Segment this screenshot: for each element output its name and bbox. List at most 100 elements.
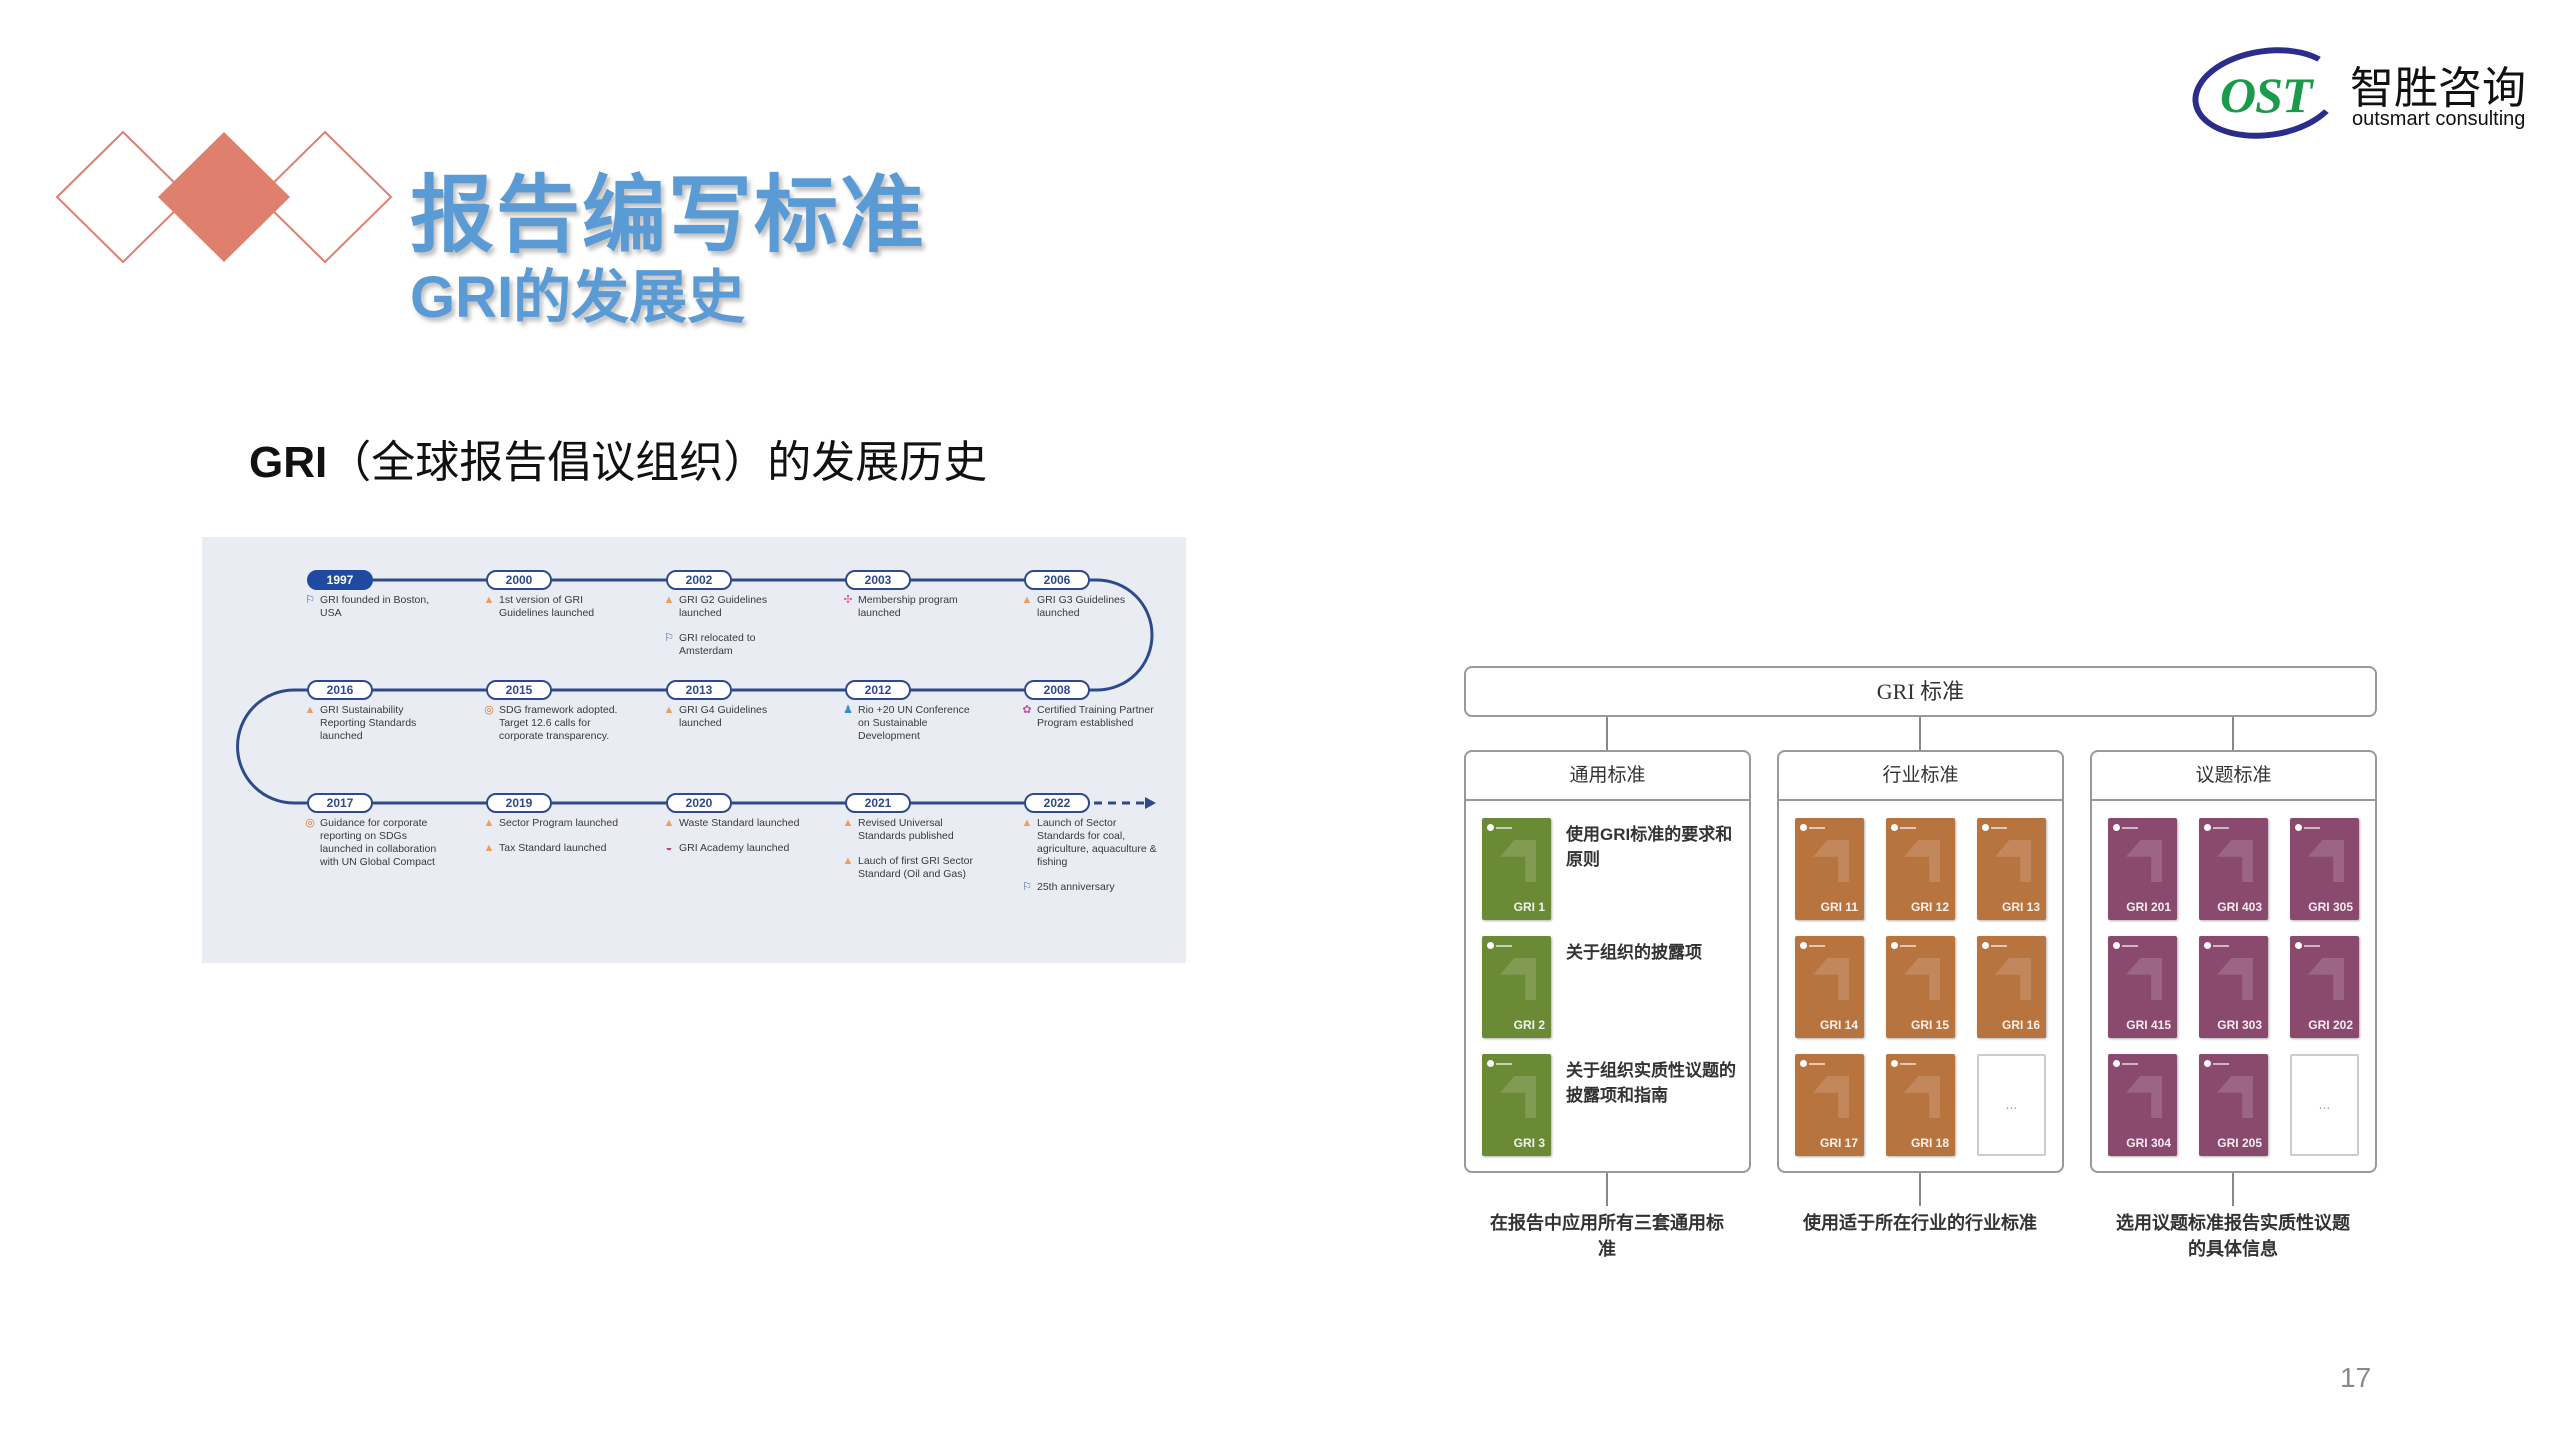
connector-line — [2232, 1173, 2234, 1206]
gri-logo-icon — [1487, 1060, 1494, 1067]
standard-card: GRI 403 — [2199, 818, 2268, 920]
event-text: GRI G3 Guidelines launched — [1037, 594, 1126, 619]
connector-line — [1606, 717, 1608, 750]
gri-logo-icon — [1891, 824, 1898, 831]
timeline-event-1997: ⚐ GRI founded in Boston, USA — [304, 594, 444, 632]
year-pill-2000: 2000 — [486, 570, 552, 590]
heading-text: （全球报告倡议组织）的发展历史 — [327, 438, 988, 487]
standard-card: GRI 14 — [1795, 936, 1864, 1038]
standard-label: GRI 17 — [1819, 1136, 1858, 1150]
rocket-icon: ▲ — [1021, 817, 1033, 829]
column-footer: 使用适于所在行业的行业标准 — [1803, 1213, 2037, 1233]
connector-line — [1606, 1173, 1608, 1206]
event-text: Revised Universal Standards published — [858, 817, 954, 842]
standard-card: GRI 13 — [1977, 818, 2046, 920]
standard-label: GRI 12 — [1910, 900, 1949, 914]
gri-logo-icon — [2204, 824, 2211, 831]
connector-line — [1919, 1173, 1921, 1206]
gri-logo-icon — [1800, 942, 1807, 949]
timeline-event-2021: ▲Revised Universal Standards published▲L… — [842, 817, 982, 893]
rocket-icon: ▲ — [842, 817, 854, 829]
logo-bar — [1991, 827, 2007, 829]
standard-label: GRI 305 — [2308, 900, 2353, 914]
rocket-icon: ▲ — [483, 817, 495, 829]
standard-card: GRI 201 — [2108, 818, 2177, 920]
column-footer: 选用议题标准报告实质性议题的具体信息 — [2116, 1213, 2350, 1259]
standard-label: GRI 403 — [2217, 900, 2262, 914]
timeline-event-2022: ▲ Launch of Sector Standards for coal, ag… — [1021, 817, 1161, 906]
more-standards-placeholder: ... — [2290, 1054, 2359, 1156]
logo-bar — [2304, 827, 2320, 829]
rocket-icon: ▲ — [663, 594, 675, 606]
event-text: Rio +20 UN Conference on Sustainable Dev… — [858, 704, 970, 742]
rocket-icon: ▲ — [663, 704, 675, 716]
flag-icon: ⚐ — [305, 594, 315, 606]
standard-card: GRI 15 — [1886, 936, 1955, 1038]
year-pill-2008: 2008 — [1024, 680, 1090, 700]
event-item: ✿Certified Training Partner Program esta… — [1021, 704, 1161, 730]
standard-card: GRI 415 — [2108, 936, 2177, 1038]
standard-card: GRI 17 — [1795, 1054, 1864, 1156]
event-item: ⚐ GRI founded in Boston, USA — [304, 594, 444, 620]
arrow-graphic-icon — [1995, 840, 2031, 882]
people-icon: ♟ — [843, 704, 853, 716]
flag-icon: ⚐ — [1022, 881, 1032, 893]
heading-prefix: GRI — [249, 438, 328, 487]
standard-label: GRI 3 — [1513, 1136, 1545, 1150]
event-item: ▲GRI G3 Guidelines launched — [1021, 594, 1161, 620]
gri-logo-icon — [1487, 824, 1494, 831]
page-title: 报告编写标准 — [410, 168, 927, 262]
arrow-graphic-icon — [2308, 840, 2344, 882]
timeline-event-2015: ◎SDG framework adopted. Target 12.6 call… — [483, 704, 623, 755]
rocket-icon: ▲ — [842, 855, 854, 867]
standard-description: 使用GRI标准的要求和原则 — [1566, 825, 1733, 869]
gri-logo-icon — [2113, 1060, 2120, 1067]
event-text: Tax Standard launched — [499, 842, 607, 854]
event-text: GRI G2 Guidelines launched — [679, 594, 768, 619]
standard-label: GRI 303 — [2217, 1018, 2262, 1032]
gri-logo-icon — [2113, 942, 2120, 949]
arrow-graphic-icon — [1813, 1076, 1849, 1118]
year-pill-2013: 2013 — [666, 680, 732, 700]
logo-bar — [1900, 827, 1916, 829]
gri-logo-icon — [1982, 942, 1989, 949]
event-text: Launch of Sector Standards for coal, agr… — [1037, 817, 1157, 868]
year-pill-2002: 2002 — [666, 570, 732, 590]
standard-card: GRI 1 — [1482, 818, 1551, 920]
logo-bar — [1809, 1063, 1825, 1065]
standard-label: GRI 201 — [2126, 900, 2171, 914]
standard-label: GRI 14 — [1819, 1018, 1858, 1032]
academy-icon: ◒ — [665, 842, 673, 854]
event-text: GRI founded in Boston, USA — [320, 594, 430, 619]
standard-description: 关于组织的披露项 — [1566, 943, 1702, 962]
arrow-graphic-icon — [1813, 958, 1849, 1000]
logo-name-cn: 智胜咨询 — [2350, 64, 2526, 113]
gri-logo-icon — [1800, 824, 1807, 831]
gri-logo-icon — [2204, 1060, 2211, 1067]
standard-label: GRI 11 — [1820, 900, 1858, 914]
event-text: Membership program launched — [858, 594, 958, 619]
event-item: ⚐25th anniversary — [1021, 881, 1161, 894]
event-item: ▲Tax Standard launched — [483, 842, 623, 855]
standard-label: GRI 16 — [2001, 1018, 2040, 1032]
gri-logo-icon — [2295, 942, 2302, 949]
arrow-graphic-icon — [1500, 840, 1536, 882]
column-footer: 在报告中应用所有三套通用标准 — [1490, 1213, 1724, 1259]
event-item: ♟ Rio +20 UN Conference on Sustainable De… — [842, 704, 982, 743]
standard-label: GRI 202 — [2308, 1018, 2353, 1032]
page-number: 17 — [2340, 1362, 2372, 1393]
logo-bar — [1809, 945, 1825, 947]
standard-card: GRI 202 — [2290, 936, 2359, 1038]
gri-standards-title: GRI 标准 — [1464, 666, 2377, 717]
standard-card: GRI 12 — [1886, 818, 1955, 920]
timeline-event-2019: ▲Sector Program launched▲Tax Standard la… — [483, 817, 623, 867]
logo-mark: OST — [2220, 67, 2312, 123]
timeline-event-2003: ✣Membership program launched — [842, 594, 982, 632]
event-item: ▲ Revised Universal Standards published — [842, 817, 982, 843]
timeline-event-2013: ▲GRI G4 Guidelines launched — [663, 704, 803, 742]
logo-bar — [2122, 945, 2138, 947]
standard-label: GRI 205 — [2217, 1136, 2262, 1150]
standard-label: GRI 1 — [1513, 900, 1545, 914]
rocket-icon: ▲ — [663, 817, 675, 829]
